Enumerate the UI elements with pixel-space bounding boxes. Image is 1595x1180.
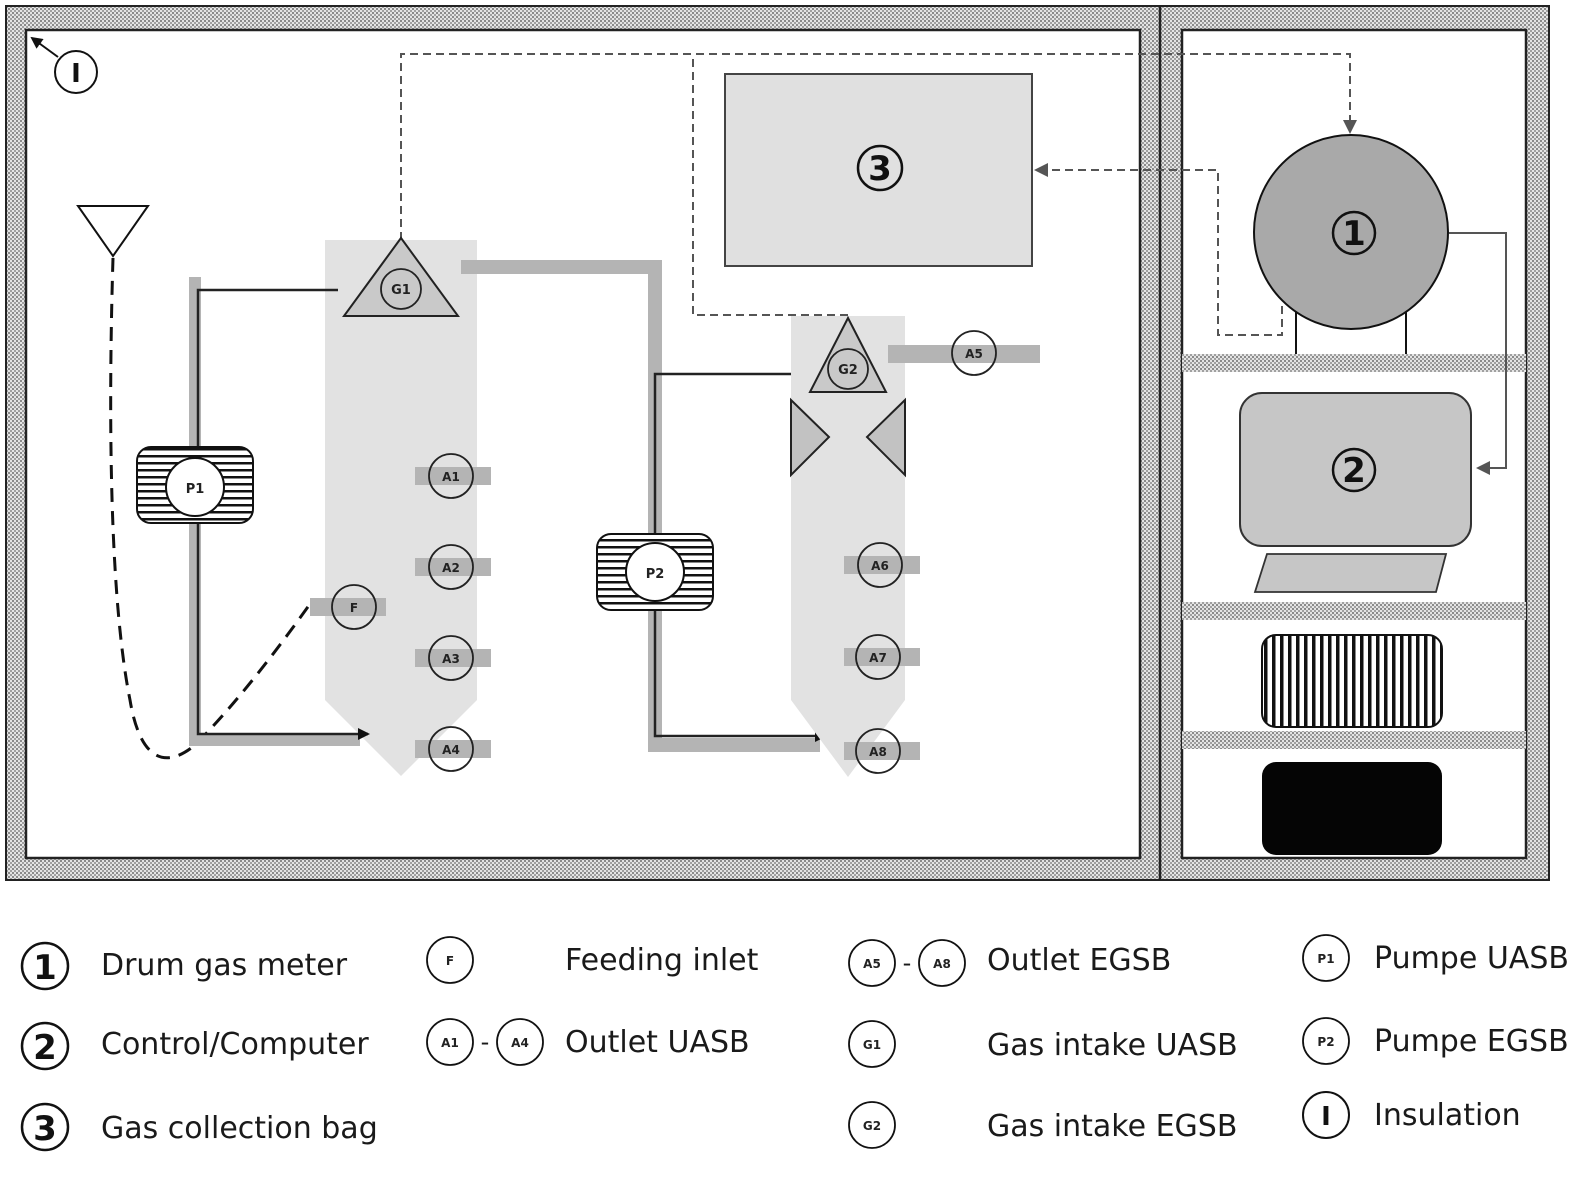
legend-item-outlet-egsb: A5 - A8 Outlet EGSB: [848, 939, 1171, 987]
svg-text:Gas intake EGSB: Gas intake EGSB: [987, 1109, 1237, 1144]
legend-item-insulation: I Insulation: [1302, 1091, 1521, 1139]
svg-text:Insulation: Insulation: [1374, 1098, 1521, 1133]
feeding-inlet-port: F: [310, 584, 386, 630]
uasb-reactor: G1: [325, 236, 477, 776]
svg-text:1: 1: [33, 948, 57, 988]
legend-item-gas-collection-bag: 3 Gas collection bag: [20, 1102, 378, 1152]
svg-text:Pumpe UASB: Pumpe UASB: [1374, 941, 1569, 976]
signal-line: [1449, 232, 1507, 475]
egsb-outlet-a7: A7: [844, 634, 920, 680]
svg-text:-: -: [481, 1028, 490, 1056]
svg-text:A1: A1: [441, 1036, 459, 1050]
gas-lines: [400, 53, 1357, 336]
feed-funnel: [76, 205, 312, 760]
legend-item-feeding-inlet: F Feeding inlet: [426, 936, 759, 984]
svg-text:-: -: [903, 949, 912, 977]
legend: 1 Drum gas meter 2 Control/Computer 3 Ga…: [20, 934, 1569, 1152]
egsb-reactor: G2: [790, 315, 906, 777]
uasb-outlet-a2: A2: [415, 544, 491, 590]
svg-text:F: F: [446, 954, 454, 968]
uasb-outlet-a3: A3: [415, 635, 491, 681]
svg-text:Gas intake UASB: Gas intake UASB: [987, 1028, 1238, 1063]
svg-text:2: 2: [33, 1028, 57, 1068]
f-label: F: [350, 601, 358, 615]
pump-p1: P1: [136, 446, 254, 524]
legend-item-gas-intake-uasb: G1 Gas intake UASB: [848, 1020, 1238, 1068]
svg-text:Gas collection bag: Gas collection bag: [101, 1111, 378, 1146]
gas-collection-bag: 3: [724, 73, 1033, 267]
p2-label: P2: [646, 567, 665, 582]
legend-item-drum-gas-meter: 1 Drum gas meter: [20, 941, 348, 991]
svg-text:P1: P1: [1317, 952, 1334, 966]
svg-text:A5: A5: [863, 957, 881, 971]
svg-text:A5: A5: [965, 347, 983, 361]
svg-text:A8: A8: [933, 957, 951, 971]
svg-text:G2: G2: [863, 1119, 881, 1133]
gas-bag-number: 3: [868, 149, 892, 189]
egsb-outlet-a6: A6: [844, 542, 920, 588]
insulation-marker: I: [30, 36, 98, 94]
svg-text:Outlet EGSB: Outlet EGSB: [987, 943, 1171, 978]
legend-item-gas-intake-egsb: G2 Gas intake EGSB: [848, 1101, 1237, 1149]
drum-meter-number: 1: [1342, 214, 1366, 254]
svg-text:Feeding inlet: Feeding inlet: [565, 943, 759, 978]
computer-number: 2: [1342, 451, 1366, 491]
uasb-outlet-a4: A4: [415, 726, 491, 772]
svg-text:Pumpe EGSB: Pumpe EGSB: [1374, 1024, 1569, 1059]
pump-p2: P2: [596, 533, 714, 611]
uasb-outlet-a1: A1: [415, 453, 491, 499]
drum-gas-meter: 1: [1253, 134, 1449, 354]
legend-item-outlet-uasb: A1 - A4 Outlet UASB: [426, 1018, 750, 1066]
svg-text:I: I: [1321, 1102, 1331, 1132]
svg-text:A8: A8: [869, 745, 887, 759]
control-computer: 2: [1239, 392, 1472, 593]
egsb-outlet-a8: A8: [844, 728, 920, 774]
g2-label: G2: [838, 363, 858, 378]
svg-text:A3: A3: [442, 652, 460, 666]
striped-unit: [1261, 634, 1443, 728]
svg-text:A7: A7: [869, 651, 887, 665]
svg-text:A2: A2: [442, 561, 460, 575]
legend-item-pumpe-egsb: P2 Pumpe EGSB: [1302, 1017, 1569, 1065]
legend-item-control-computer: 2 Control/Computer: [20, 1021, 369, 1071]
egsb-outlet-a5: A5: [888, 330, 1040, 376]
svg-text:Control/Computer: Control/Computer: [101, 1027, 369, 1062]
svg-text:P2: P2: [1317, 1035, 1334, 1049]
insulation-marker-label: I: [71, 59, 81, 89]
black-unit: [1262, 762, 1442, 855]
svg-text:A4: A4: [511, 1036, 529, 1050]
svg-text:G1: G1: [863, 1038, 881, 1052]
svg-text:Drum gas meter: Drum gas meter: [101, 948, 348, 983]
svg-text:A1: A1: [442, 470, 460, 484]
svg-text:A6: A6: [871, 559, 889, 573]
g1-label: G1: [391, 283, 411, 298]
legend-item-pumpe-uasb: P1 Pumpe UASB: [1302, 934, 1569, 982]
svg-text:Outlet UASB: Outlet UASB: [565, 1025, 750, 1060]
svg-text:A4: A4: [442, 743, 460, 757]
p1-label: P1: [186, 482, 205, 497]
svg-text:3: 3: [33, 1109, 57, 1149]
